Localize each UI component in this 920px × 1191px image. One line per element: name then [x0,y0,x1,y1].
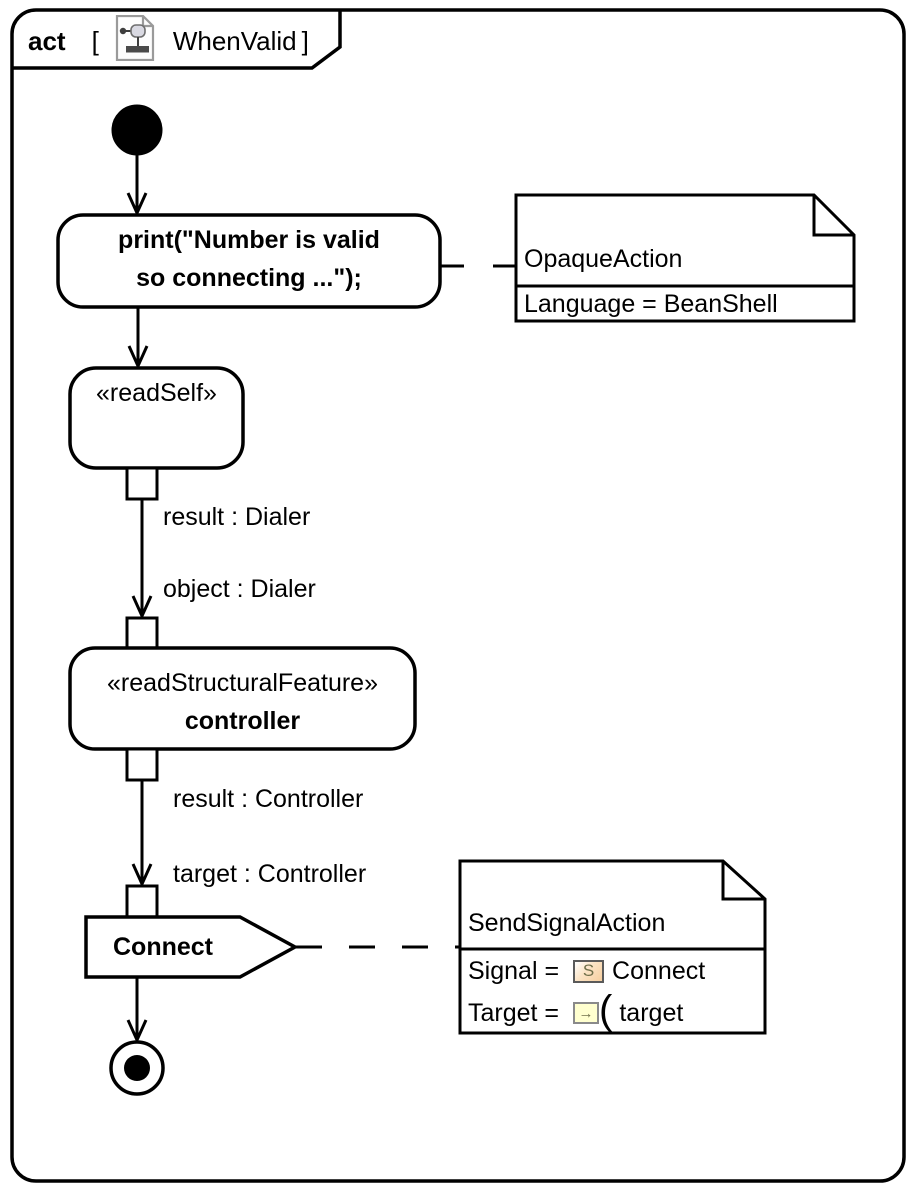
output-pin-result-dialer[interactable] [125,466,159,501]
arrowhead [126,1019,148,1044]
pin-label-object-dialer: object : Dialer [163,575,316,603]
frame-bracket-open: [ [91,25,99,56]
signal-icon: S [573,959,605,983]
note-opaque-action-language: Language = BeanShell [524,290,778,318]
note-signal-row: Signal = S Connect [468,955,705,987]
signal-value: Connect [612,956,706,985]
pin-label-result-controller: result : Controller [173,785,364,813]
action-print-line1: print("Number is valid [118,226,380,254]
note-send-signal-action[interactable] [458,859,767,1035]
action-print-line2: so connecting ..."); [136,264,362,292]
activity-diagram-icon [114,14,156,68]
note-fold-corner [812,195,854,237]
frame-bracket-close: ] [301,25,309,56]
pin-label-target-controller: target : Controller [173,860,367,888]
arrowhead [126,192,148,217]
action-read-structural-feature[interactable] [68,646,417,751]
input-pin-target-controller[interactable] [125,884,159,919]
send-signal-action-connect[interactable] [84,915,299,979]
note-target-row: Target = → ( target [468,990,684,1030]
action-print[interactable] [56,213,442,309]
input-pin-icon: → [573,1002,600,1024]
note-send-signal-name: SendSignalAction [468,909,666,937]
arrowhead [127,345,149,370]
action-print-label: print("Number is valid so connecting ...… [58,221,440,297]
input-pin-object-dialer[interactable] [125,616,159,650]
pin-label-result-dialer: result : Dialer [163,503,311,531]
rsf-name: controller [184,707,301,735]
arrowhead [131,595,153,620]
final-node-dot [124,1055,150,1081]
frame-header: act [ WhenValid ] [28,14,309,64]
note-opaque-action[interactable] [514,193,856,323]
target-value: target [619,998,684,1027]
diagram-title: WhenValid [172,25,297,56]
diagram-frame [10,8,906,1183]
frame-title-tab [12,10,342,70]
target-label: Target = [468,998,560,1027]
signal-label: Signal = [468,956,560,985]
arrowhead [131,863,153,888]
signal-icon-letter: S [582,961,595,980]
action-read-structural-feature-label: «readStructuralFeature» controller [70,664,415,740]
rsf-stereotype: «readStructuralFeature» [107,669,378,697]
frame-kind-label: act [28,25,66,56]
note-opaque-action-name: OpaqueAction [524,245,683,273]
pin-arrow-glyph: → [578,1004,594,1022]
send-signal-label: Connect [113,932,213,961]
action-read-self-stereotype: «readSelf» [96,379,217,407]
note-fold-corner [721,861,765,901]
output-pin-result-controller[interactable] [125,747,159,782]
target-paren: ( [599,988,613,1032]
initial-node[interactable] [111,104,163,156]
